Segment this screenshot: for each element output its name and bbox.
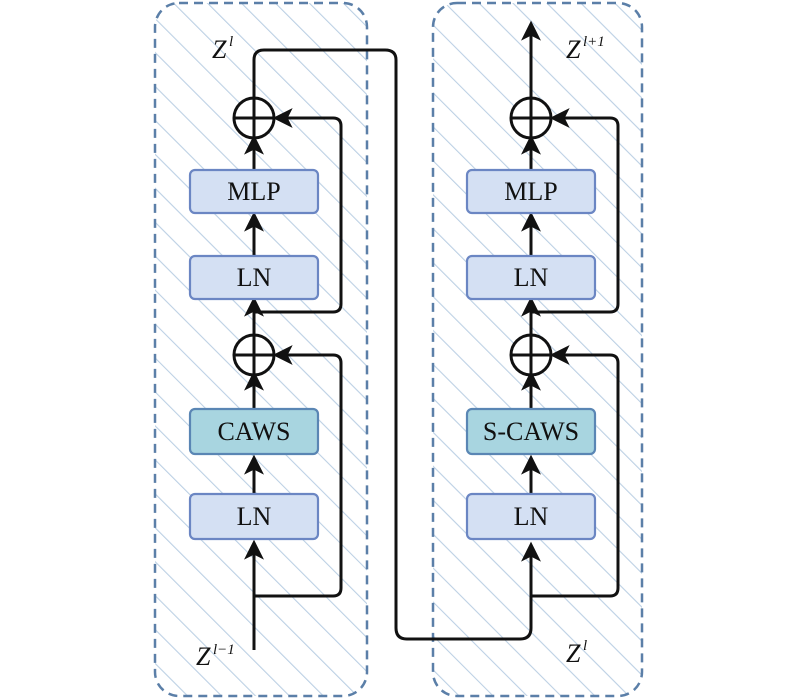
left-caws-box: CAWS: [188, 407, 320, 456]
right-output-sup: l+1: [583, 34, 605, 50]
left-output-sup: l: [229, 34, 233, 50]
left-mlp-box: MLP: [188, 168, 320, 215]
right-add-top: [509, 96, 553, 140]
left-add-bottom: [232, 333, 276, 377]
right-add-bottom: [509, 333, 553, 377]
right-mlp-label: MLP: [504, 177, 557, 206]
left-input-label: Z l−1: [196, 642, 235, 671]
right-output-label: Z l+1: [566, 34, 605, 64]
left-input-sup: l−1: [213, 642, 235, 658]
left-output-label: Z l: [212, 34, 233, 64]
left-mlp-label: MLP: [227, 177, 280, 206]
right-input-z: Z: [566, 639, 581, 668]
left-block-connectors: [244, 48, 541, 650]
right-scaws-label: S-CAWS: [483, 417, 579, 446]
left-ln-top-label: LN: [237, 263, 272, 292]
right-block-connectors: [521, 20, 620, 598]
left-output-z: Z: [212, 35, 227, 64]
right-ln-top-label: LN: [514, 263, 549, 292]
right-mlp-box: MLP: [465, 168, 597, 215]
right-input-label: Z l: [566, 638, 587, 668]
left-add-top: [232, 96, 276, 140]
right-ln-top-box: LN: [465, 254, 597, 301]
right-output-z: Z: [566, 35, 581, 64]
right-scaws-box: S-CAWS: [465, 407, 597, 456]
right-input-sup: l: [583, 638, 587, 654]
left-input-z: Z: [196, 642, 211, 671]
left-caws-label: CAWS: [217, 417, 290, 446]
right-ln-bottom-box: LN: [465, 492, 597, 541]
left-ln-bottom-box: LN: [188, 492, 320, 541]
left-ln-top-box: LN: [188, 254, 320, 301]
right-ln-bottom-label: LN: [514, 502, 549, 531]
left-ln-bottom-label: LN: [237, 502, 272, 531]
